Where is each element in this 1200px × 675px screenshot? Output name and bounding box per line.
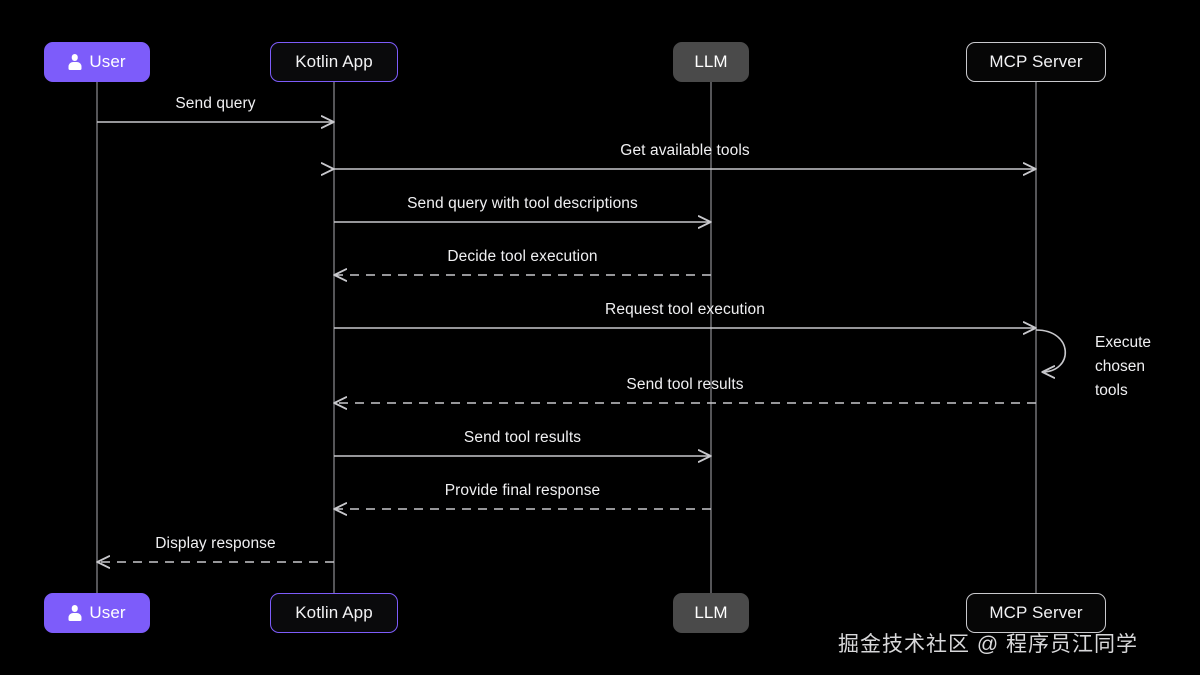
self-message-loop [1035,329,1067,372]
message-label-7: Provide final response [444,482,601,499]
participant-label: LLM [694,52,728,71]
participant-user-bottom[interactable]: User [44,593,150,633]
message-label-3: Decide tool execution [447,248,598,265]
message-arrows-group [97,122,1036,562]
lifelines-group [96,82,1037,593]
self-loop-path [1035,329,1067,372]
participant-label: Kotlin App [295,603,373,622]
participant-app-bottom[interactable]: Kotlin App [270,593,398,633]
participant-label: LLM [694,603,728,622]
message-label-5: Send tool results [626,376,744,393]
message-label-4: Request tool execution [605,301,765,318]
participant-user-top[interactable]: User [44,42,150,82]
person-icon [68,605,82,621]
participant-label: Kotlin App [295,52,373,71]
message-label-1: Get available tools [620,142,750,159]
message-label-0: Send query [175,95,256,112]
participant-label: User [89,603,126,622]
participant-label: User [89,52,126,71]
participant-llm-top[interactable]: LLM [673,42,749,82]
participant-server-top[interactable]: MCP Server [966,42,1106,82]
participant-llm-bottom[interactable]: LLM [673,593,749,633]
participant-label: MCP Server [989,52,1083,71]
message-label-6: Send tool results [463,429,582,446]
participant-server-bottom[interactable]: MCP Server [966,593,1106,633]
watermark-text: 掘金技术社区 @ 程序员江同学 [838,633,1138,656]
message-label-8: Display response [155,535,276,552]
person-icon [68,54,82,70]
participant-app-top[interactable]: Kotlin App [270,42,398,82]
self-message-label: Execute chosen tools [1095,334,1152,399]
participant-label: MCP Server [989,603,1083,622]
message-label-2: Send query with tool descriptions [407,195,638,212]
